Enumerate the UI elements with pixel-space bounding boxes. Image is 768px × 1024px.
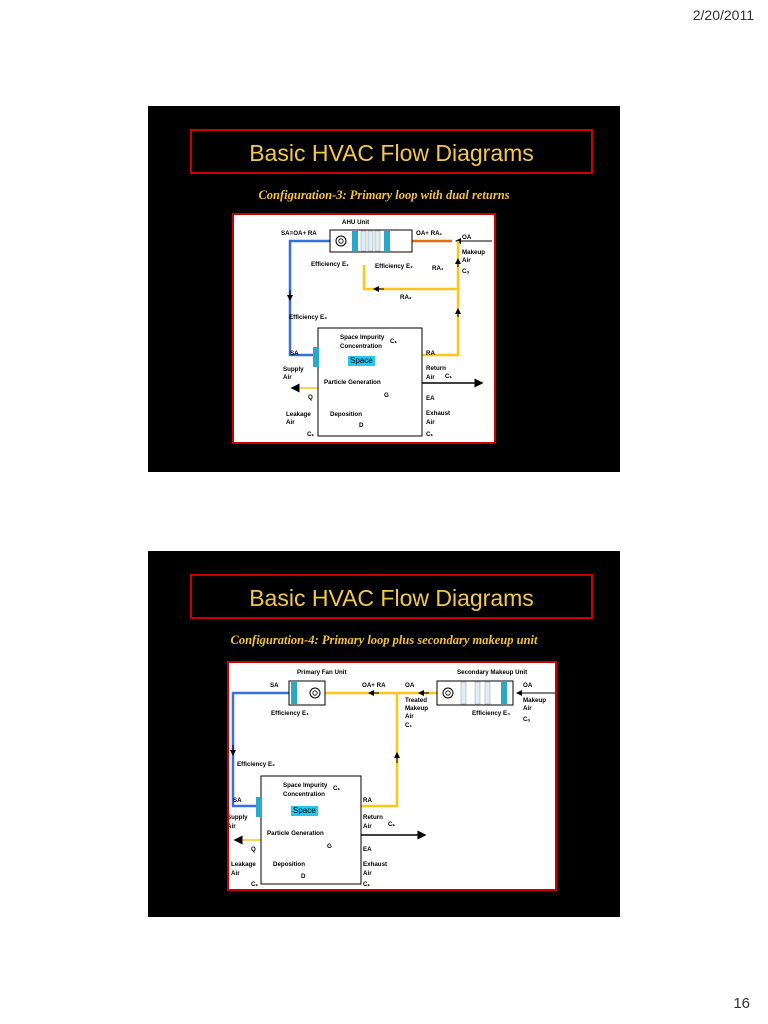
label-deposition: Deposition (273, 861, 305, 868)
label-d: D (301, 873, 306, 880)
secondary-makeup-unit-label: Secondary Makeup Unit (457, 669, 528, 676)
label-g: G (327, 843, 332, 850)
label-d: D (359, 422, 364, 429)
label-space-impurity: Space Impurity (340, 334, 385, 341)
label-ra: RA (426, 350, 435, 357)
label-concentration: Concentration (340, 343, 382, 350)
label-supply: Supply (283, 366, 304, 373)
slide-title: Basic HVAC Flow Diagrams (249, 585, 534, 611)
label-ra2: RA₂ (400, 294, 412, 301)
slide-subtitle: Configuration-4: Primary loop plus secon… (230, 633, 538, 647)
label-particle-generation: Particle Generation (267, 830, 324, 837)
flow-diagram: Primary Fan Unit Secondary Makeup Unit S… (227, 661, 557, 891)
label-concentration: Concentration (283, 791, 325, 798)
label-sa-eq: SA=OA+ RA (281, 230, 317, 237)
label-makeup-air: Air (462, 257, 471, 264)
label-return-air: Air (426, 374, 435, 381)
slide-configuration-3: Basic HVAC Flow Diagrams Configuration-3… (148, 106, 620, 472)
label-ea: EA (363, 846, 372, 853)
flow-lines (287, 229, 492, 437)
label-treated: Treated (405, 697, 428, 704)
label-co: Cₒ (462, 268, 470, 275)
label-oa: OA (405, 682, 415, 689)
label-leakage: Leakage (286, 411, 311, 418)
slide-title-box: Basic HVAC Flow Diagrams (190, 574, 593, 619)
flow-diagram: AHU Unit SA=OA+ RA OA+ RA₁ OA Makeup Air… (232, 213, 496, 444)
slide-subtitle: Configuration-3: Primary loop with dual … (258, 188, 510, 202)
label-exhaust: Exhaust (426, 410, 451, 417)
label-oa: OA (462, 234, 472, 241)
label-cs: Cₛ (390, 338, 397, 345)
label-cs-exhaust: Cₛ (363, 881, 370, 888)
label-supply-air: Air (283, 374, 292, 381)
label-sa: SA (270, 682, 279, 689)
label-eff-e1: Efficiency E₁ (271, 710, 309, 717)
label-ra: RA (363, 797, 372, 804)
page-date: 2/20/2011 (692, 7, 754, 23)
label-cs: Cₛ (333, 785, 340, 792)
label-return: Return (363, 814, 383, 821)
label-cs-exhaust: Cₛ (426, 431, 433, 438)
label-eff-e2: Efficiency E₂ (237, 761, 275, 768)
slide-configuration-4: Basic HVAC Flow Diagrams Configuration-4… (148, 551, 620, 917)
label-exhaust-air: Air (363, 870, 372, 877)
label-exhaust: Exhaust (363, 861, 388, 868)
label-eff-e2: Efficiency E₂ (375, 263, 413, 270)
label-oa-ra1: OA+ RA₁ (416, 230, 443, 237)
label-eff-e1: Efficiency E₁ (311, 261, 349, 268)
space-label: Space (348, 356, 375, 366)
label-makeup-outdoor: Makeup (523, 697, 547, 704)
return-air-line (361, 693, 399, 808)
label-makeup-air: Air (405, 713, 414, 720)
label-cs-leak: Cₛ (307, 431, 314, 438)
label-deposition: Deposition (330, 411, 362, 418)
primary-fan-unit-label: Primary Fan Unit (297, 669, 347, 676)
label-leakage-air: Air (231, 870, 240, 877)
label-particle-generation: Particle Generation (324, 379, 381, 386)
label-supply-air: Air (227, 823, 236, 830)
label-oa-ra: OA+ RA (362, 682, 386, 689)
label-oa-outdoor: OA (523, 682, 533, 689)
label-supply: Supply (227, 814, 248, 821)
label-eff-e4: Efficiency E₄ (472, 710, 511, 717)
label-exhaust-air: Air (426, 419, 435, 426)
label-makeup: Makeup (462, 249, 486, 256)
label-q: Q (251, 846, 256, 853)
label-sa-space: SA (233, 797, 242, 804)
label-return-air: Air (363, 823, 372, 830)
return-air-line-1 (422, 241, 460, 357)
label-q: Q (308, 394, 313, 401)
label-ea: EA (426, 395, 435, 402)
label-cs-leak: Cₛ (251, 881, 258, 888)
slide-title-box: Basic HVAC Flow Diagrams (190, 129, 593, 174)
label-makeup-outdoor-air: Air (523, 705, 532, 712)
label-sa: SA (290, 350, 299, 357)
page-number: 16 (733, 995, 750, 1012)
space-room (260, 775, 362, 885)
label-cs-return: Cₛ (388, 821, 395, 828)
slide-title: Basic HVAC Flow Diagrams (249, 140, 534, 166)
label-space-impurity: Space Impurity (283, 782, 328, 789)
label-eff-e3: Efficiency E₃ (289, 314, 327, 321)
label-ra1: RA₁ (432, 265, 444, 272)
label-leakage-air: Air (286, 419, 295, 426)
label-leakage: Leakage (231, 861, 256, 868)
return-air-line-2 (362, 265, 458, 291)
label-cs-return: Cₛ (445, 373, 452, 380)
space-room (317, 327, 423, 437)
label-g: G (384, 392, 389, 399)
label-makeup: Makeup (405, 705, 429, 712)
space-label: Space (291, 806, 318, 816)
label-return: Return (426, 365, 446, 372)
label-c1: C₁ (405, 722, 413, 729)
flow-lines (230, 680, 555, 885)
label-co: Cₒ (523, 716, 531, 723)
ahu-unit-label: AHU Unit (342, 219, 370, 226)
